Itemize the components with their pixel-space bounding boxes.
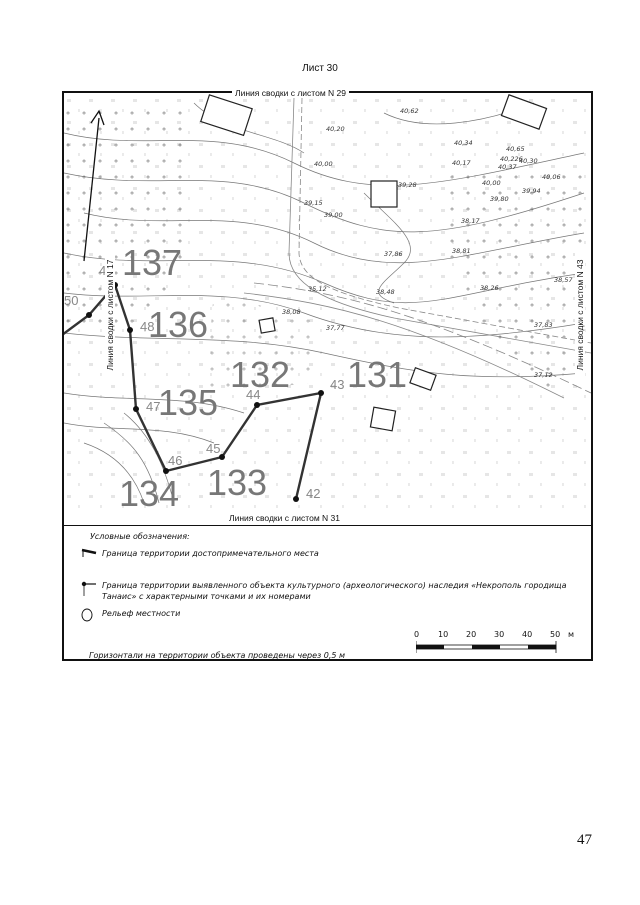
elevation-label: 39,80 [490,195,509,203]
scale-tick-label: 0 [414,630,420,639]
object-boundary [64,282,323,500]
plot-number: 132 [230,354,290,395]
point-number: 47 [146,399,160,414]
edge-label-left: Линия сводки с листом N 17 [105,245,115,385]
plot-number: 131 [347,354,407,395]
plot-numbers: 137 136 132 131 135 134 133 [119,242,407,514]
plot-number: 136 [148,304,208,345]
point-number: 46 [168,453,182,468]
elevation-label: 38,48 [376,288,395,296]
legend-divider [64,525,591,526]
orchard-area-east [444,173,584,393]
plot-number: 135 [158,382,218,423]
point-number: 45 [206,441,220,456]
page-number: 47 [577,832,592,848]
landmark-boundary-icon [81,548,97,557]
point-number: 48 [140,319,154,334]
elevation-label: 37,12 [534,371,553,379]
elevation-label: 35,12 [308,285,327,293]
roads [243,97,591,399]
orchard-area-center [204,293,324,393]
scale-unit: м [568,630,575,639]
relief-icon [81,608,93,622]
elevation-label: 40,00 [482,179,501,187]
point-number: 43 [330,377,344,392]
legend-item-label: Рельеф местности [102,609,181,618]
edge-label-right: Линия сводки с листом N 43 [575,245,585,385]
edge-label-bottom: Линия сводки с листом N 31 [226,513,343,523]
scale-tick-label: 10 [438,630,449,639]
elevation-label: 37,83 [534,321,553,329]
elevation-label: 38,57 [554,276,573,284]
elevation-label: 40,62 [400,107,419,115]
elevation-label: 40,65 [506,145,525,153]
plot-number: 134 [119,473,179,514]
elevation-label: 37,86 [384,250,403,258]
elevation-label: 40,00 [314,160,333,168]
elevation-label: 38,81 [452,247,471,255]
point-number: 42 [306,486,320,501]
contour-interval-note: Горизонтали на территории объекта провед… [89,651,346,660]
point-number: 50 [64,293,78,308]
plot-number: 133 [207,462,267,503]
elevation-label: 37,77 [326,324,345,332]
elevation-label: 40,34 [454,139,473,147]
elevation-label: 40,30 [519,157,538,165]
elevation-label: 40,17 [452,159,471,167]
elevation-labels: 40,62 40,20 40,00 40,34 40,17 40,65 40,2… [282,107,573,379]
elevation-label: 38,08 [282,308,301,316]
legend-item-label: Граница территории выявленного объекта к… [102,581,567,601]
map-drawing: 40,62 40,20 40,00 40,34 40,17 40,65 40,2… [64,93,591,518]
object-boundary-icon [81,581,96,596]
contour-lines [64,102,585,504]
elevation-label: 39,94 [522,187,541,195]
scale-tick-label: 50 [550,630,561,639]
elevation-label: 40,20 [326,125,345,133]
elevation-label: 39,15 [304,199,323,207]
buildings [199,94,548,432]
boundary-points [86,282,324,502]
elevation-label: 38,26 [480,284,499,292]
north-arrow-icon [83,109,105,262]
elevation-label: 39,28 [398,181,417,189]
orchard-area-west [64,103,194,333]
plot-number: 137 [122,242,182,283]
point-number: 44 [246,387,260,402]
legend: Линия сводки с листом N 31 Условные обоз… [64,513,591,660]
sheet-title: Лист 30 [302,63,338,74]
edge-label-top: Линия сводки с листом N 29 [232,88,349,98]
legend-item-label: Граница территории достопримечательного … [102,549,319,558]
scale-tick-label: 30 [494,630,505,639]
scale-bar [416,641,557,653]
legend-heading: Условные обозначения: [90,532,190,541]
scale-tick-label: 40 [522,630,533,639]
elevation-label: 40,226 [500,155,523,163]
elevation-label: 40,06 [542,173,561,181]
elevation-label: 38,17 [461,217,480,225]
scale-tick-label: 20 [466,630,477,639]
point-numbers: 49 50 48 47 46 45 44 43 42 [64,263,344,501]
elevation-label: 40,37 [498,163,517,171]
elevation-label: 39,00 [324,211,343,219]
